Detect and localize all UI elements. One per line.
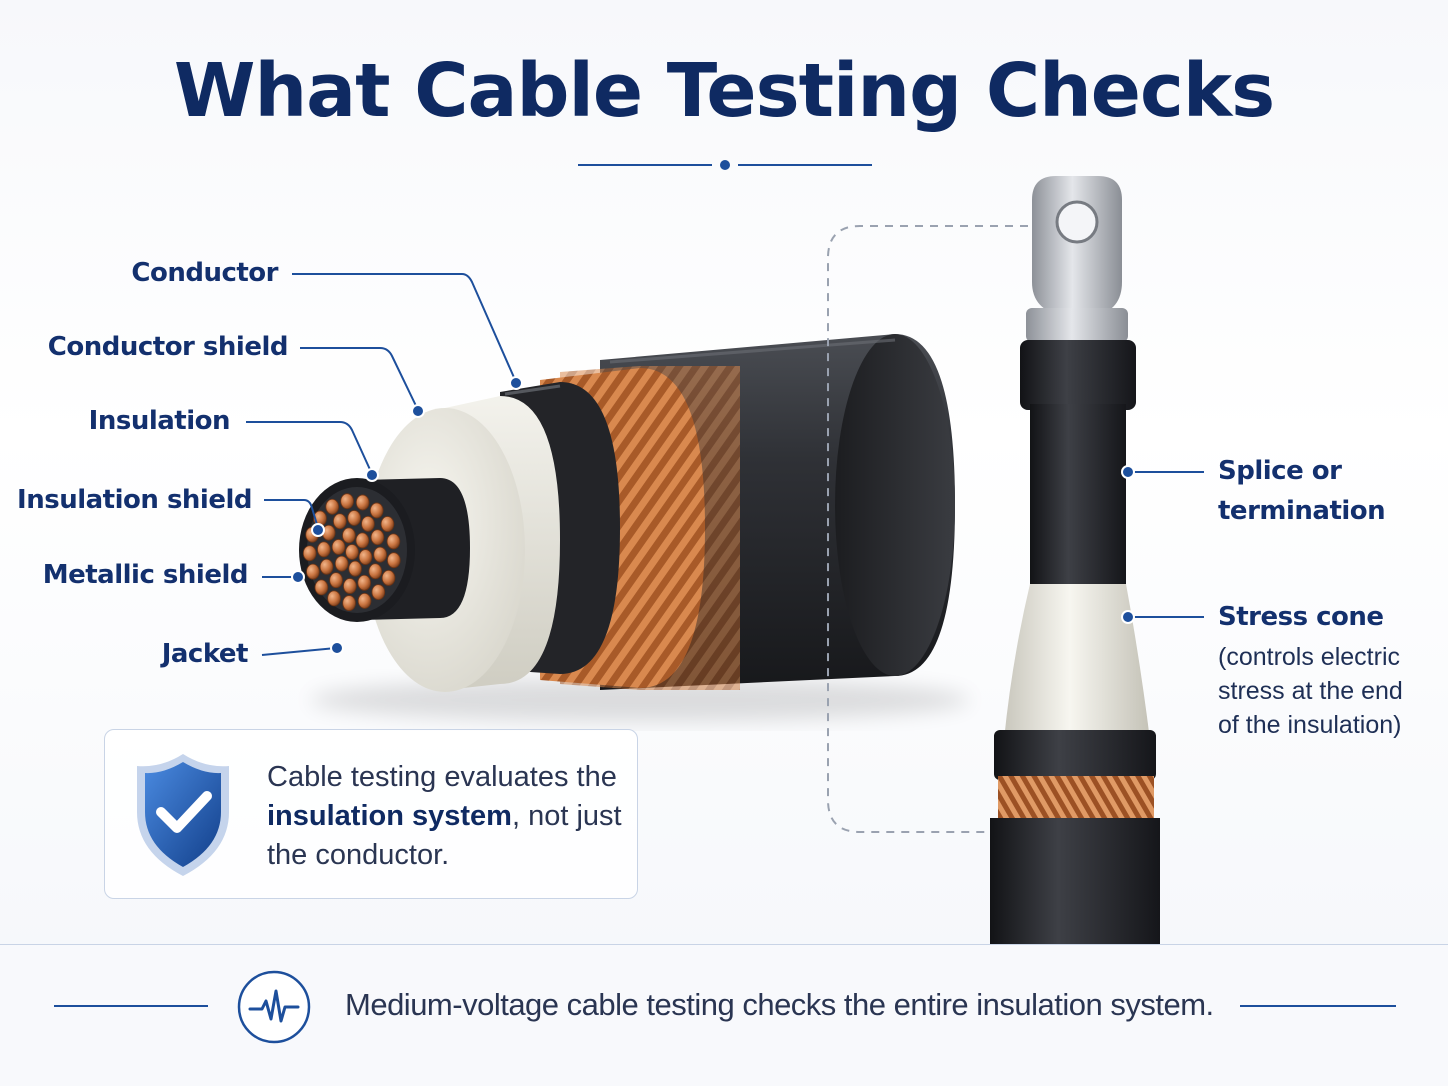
conductor-strand [327,590,341,607]
conductor-strand [355,532,370,549]
title-rule-dot [720,160,730,170]
conductor-strand [357,592,372,609]
label-stress-cone: Stress cone [1218,602,1384,632]
conductor-strand [355,494,370,511]
label-splice-line1: Splice or [1218,456,1342,486]
label-metallic-shield: Metallic shield [42,560,249,590]
title-rule-right [738,164,872,166]
conductor-strand [325,498,339,515]
leader-insulation [246,421,373,475]
conductor-strand [386,533,401,550]
conductor-strand [361,515,375,532]
conductor-strand [368,563,383,580]
conductor-strand [342,595,356,611]
shield-check-icon [137,754,229,876]
cable-shadow [310,678,970,722]
footer-rule-right [1240,1005,1396,1007]
conductor-strand [343,578,357,594]
termination-stress-cone [1004,584,1150,740]
callout-text: Cable testing evaluates the insulation s… [267,758,627,875]
leader-dots [291,376,1135,655]
conductor-strand [319,558,334,575]
stress-cone-note-line1: (controls electric [1218,643,1400,671]
conductor-strand [329,572,343,589]
leader-jacket [261,647,337,656]
stress-cone-note-line2: stress at the end [1218,677,1403,705]
conductor-strand [331,539,346,555]
conductor-strand [342,527,356,544]
label-jacket: Jacket [161,639,249,669]
conductor-strand [345,544,359,560]
conductor-strand [348,560,362,577]
termination-bracket [827,225,1028,833]
footer-bar: Medium-voltage cable testing checks the … [0,944,1448,1086]
callout-text-bold: insulation system [267,800,512,832]
label-insulation-shield: Insulation shield [17,485,252,515]
termination-lug [1032,176,1122,316]
conductor-strand [381,569,396,586]
callout-text-part3: the conductor. [267,839,450,871]
conductor-strand [306,563,320,580]
conductor-strand [347,510,361,526]
label-conductor-shield: Conductor shield [47,332,289,362]
callout-text-part1: Cable testing evaluates the [267,761,617,793]
title-rule-left [578,164,712,166]
conductor-strand [358,549,373,565]
conductor-strand [317,541,331,558]
leader-lines [246,273,1204,656]
conductor-strand [357,574,371,591]
conductor-strand [302,545,317,562]
footer-rule-left [54,1005,208,1007]
page-title: What Cable Testing Checks [173,48,1275,134]
leader-insulation-shield [264,499,319,529]
conductor-strand [371,584,386,600]
conductor-strand [387,552,401,569]
leader-conductor [292,273,517,383]
callout-box: Cable testing evaluates the insulation s… [104,729,638,899]
stress-cone-note-line3: of the insulation) [1218,711,1402,739]
conductor-strand [369,502,384,519]
conductor-strand [370,529,385,546]
label-conductor: Conductor [131,258,278,288]
conductor-strand [334,555,349,572]
pulse-wave-icon [237,970,311,1044]
termination-assembly [990,176,1160,944]
leader-conductor-shield [300,347,419,411]
callout-text-part2: , not just [511,800,622,832]
footer-text: Medium-voltage cable testing checks the … [345,987,1214,1022]
conductor-strand [340,493,354,510]
conductor-strand [333,513,347,530]
conductor-strand [314,579,329,596]
cable-illustration [246,176,1204,944]
label-insulation: Insulation [88,406,231,436]
label-splice-line2: termination [1218,496,1386,526]
conductor-strand [373,546,387,563]
conductor-strand [380,516,395,532]
